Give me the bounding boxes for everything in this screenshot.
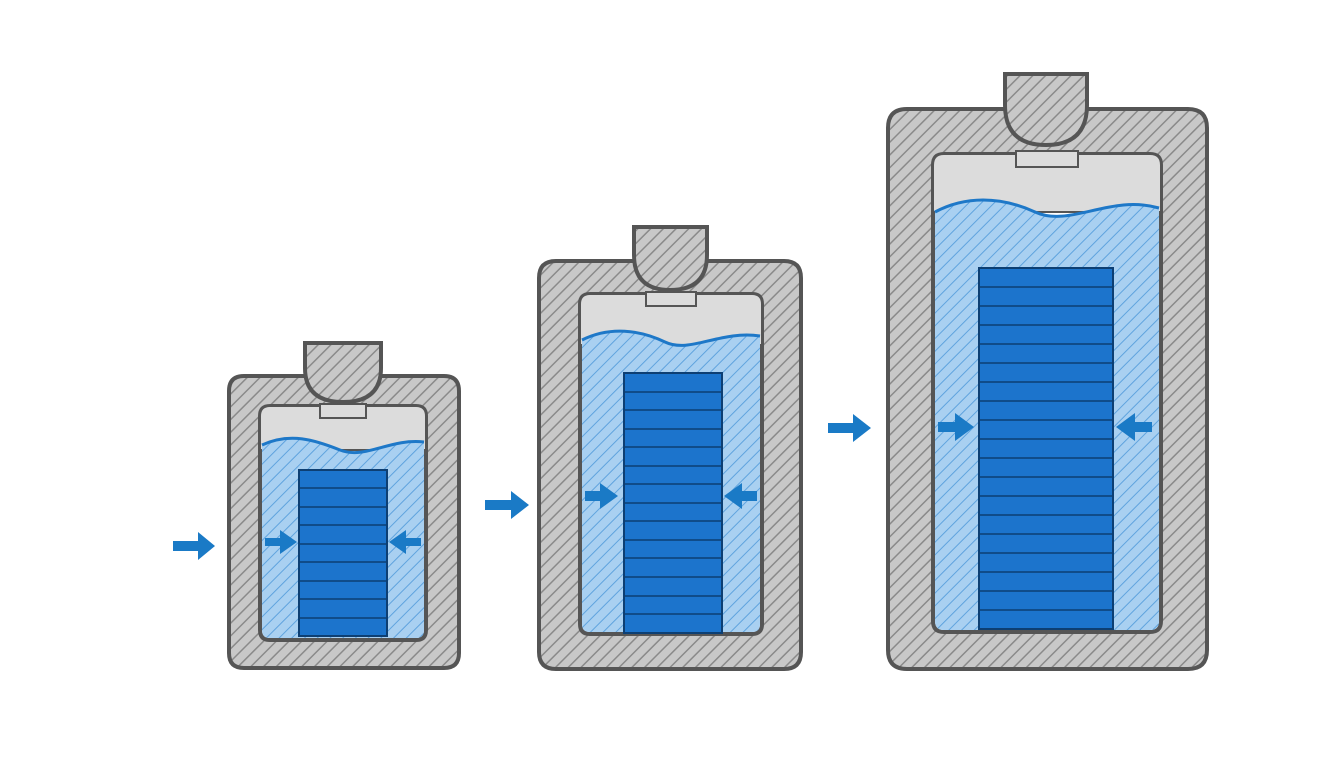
right-arrow-icon [585,483,618,509]
left-arrow-icon [1116,413,1152,441]
vessel-1-block-body [298,469,388,637]
vessel-3-block-layers [979,286,1113,611]
vessel-2-block [623,372,723,634]
vessel-2-block-layers [624,391,722,615]
vessel-stage-1 [227,341,461,670]
left-arrow-icon [724,483,757,509]
right-arrow-icon [173,532,215,560]
right-arrow-icon [265,530,297,554]
right-arrow-icon [828,414,871,442]
vessel-3-block [978,267,1114,630]
right-arrow-icon [485,491,529,519]
vessel-1-block [298,469,388,637]
vessel-2-neck-slot [645,291,697,307]
vessel-3-block-body [978,267,1114,630]
vessel-3-neck-slot [1015,150,1079,168]
flow-arrow-2 [485,491,529,519]
vessel-1-wave-line [261,436,425,455]
flow-arrow-3 [828,414,871,442]
vessel-2-wave-line [581,329,761,347]
vessel-stage-2 [537,225,803,671]
flow-arrow-1 [173,532,215,560]
left-arrow-icon [389,530,421,554]
vessel-3-cap [1003,72,1089,148]
right-arrow-icon [938,413,974,441]
vessel-2-cap [632,225,709,293]
vessel-3-wave-line [934,198,1160,218]
vessel-1-neck-slot [319,403,367,419]
vessel-stage-3 [886,72,1209,671]
vessel-1-block-layers [299,487,387,619]
vessel-3-headspace [932,153,1162,213]
vessel-1-cap [303,341,383,405]
